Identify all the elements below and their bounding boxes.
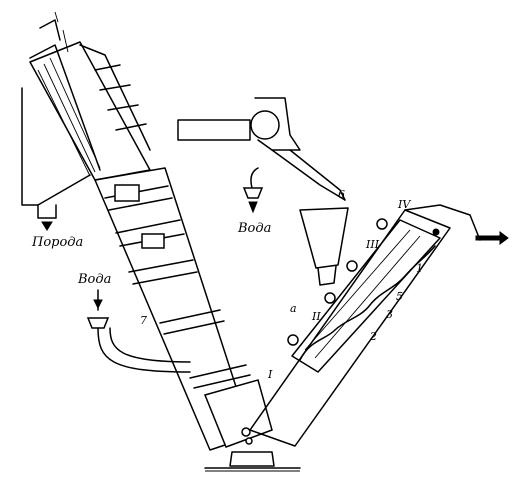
top-elevator bbox=[29, 11, 151, 181]
label-a: а bbox=[290, 302, 297, 315]
fan-duct bbox=[177, 97, 346, 201]
waste-chute bbox=[21, 87, 91, 231]
label-2: 2 bbox=[369, 330, 377, 343]
label-5: 5 bbox=[396, 290, 403, 303]
label-roman-3: III bbox=[365, 238, 380, 251]
label-roman-1: I bbox=[267, 368, 273, 381]
main-column bbox=[94, 167, 273, 451]
water-inlet-top bbox=[242, 167, 264, 214]
label-water-top: Вода bbox=[237, 221, 271, 236]
label-poroda: Порода bbox=[31, 235, 83, 250]
hopper bbox=[299, 207, 349, 286]
label-1: 1 bbox=[416, 262, 423, 275]
label-7: 7 bbox=[140, 314, 147, 327]
label-roman-4: IV bbox=[397, 198, 411, 211]
water-inlet-left bbox=[86, 289, 191, 373]
inclined-tube bbox=[249, 204, 509, 447]
label-water-left: Вода bbox=[77, 272, 111, 287]
ground-base bbox=[204, 451, 301, 472]
label-3: 3 bbox=[386, 308, 393, 321]
label-roman-2: II bbox=[311, 310, 321, 323]
label-6: 6 bbox=[338, 188, 345, 201]
